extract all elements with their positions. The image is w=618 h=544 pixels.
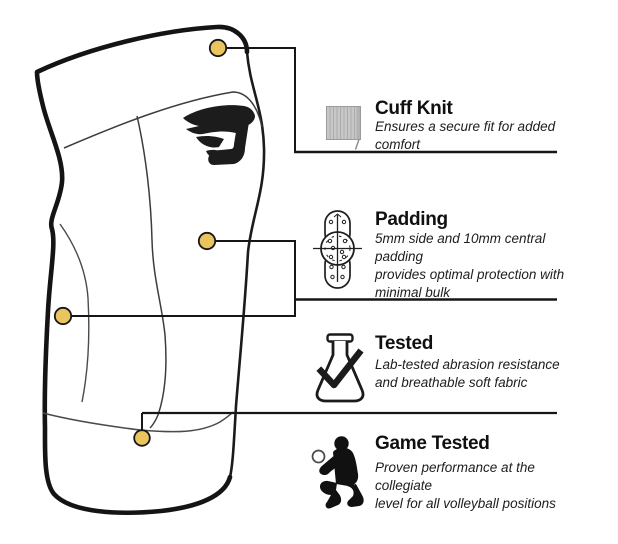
dot-cuff	[208, 38, 228, 58]
flask-check-icon	[315, 333, 365, 403]
cuff-seam	[63, 91, 263, 149]
pad-outline	[35, 25, 266, 515]
dot-side-padding	[53, 306, 73, 326]
callout-desc-game-tested: Proven performance at the collegiate lev…	[375, 460, 556, 511]
central-pad-seam	[136, 115, 167, 429]
callout-connectors	[71, 47, 557, 431]
brand-logo-icon	[183, 105, 255, 165]
marker-dots	[53, 38, 228, 447]
callout-desc-cuff-knit: Ensures a secure fit for added comfort	[375, 119, 556, 152]
dot-bottom	[133, 429, 151, 447]
connector-cuff-knit	[226, 47, 296, 152]
callout-desc-tested: Lab-tested abrasion resistance and breat…	[375, 357, 560, 390]
bottom-seam	[42, 411, 234, 433]
callout-title-game-tested: Game Tested	[375, 433, 490, 454]
callout-title-padding: Padding	[375, 209, 448, 230]
knit-swatch-icon	[326, 106, 361, 150]
dot-central-padding	[197, 231, 217, 251]
volleyball-icon	[311, 449, 326, 464]
volleyball-player-icon	[311, 436, 364, 509]
padding-icon	[313, 210, 362, 289]
callout-desc-padding: 5mm side and 10mm central padding provid…	[375, 231, 565, 300]
side-seam	[59, 223, 90, 403]
callout-title-cuff-knit: Cuff Knit	[375, 98, 453, 119]
knee-pad-illustration	[34, 24, 266, 516]
callout-title-tested: Tested	[375, 333, 434, 354]
pad-outline-heavy	[34, 24, 250, 516]
